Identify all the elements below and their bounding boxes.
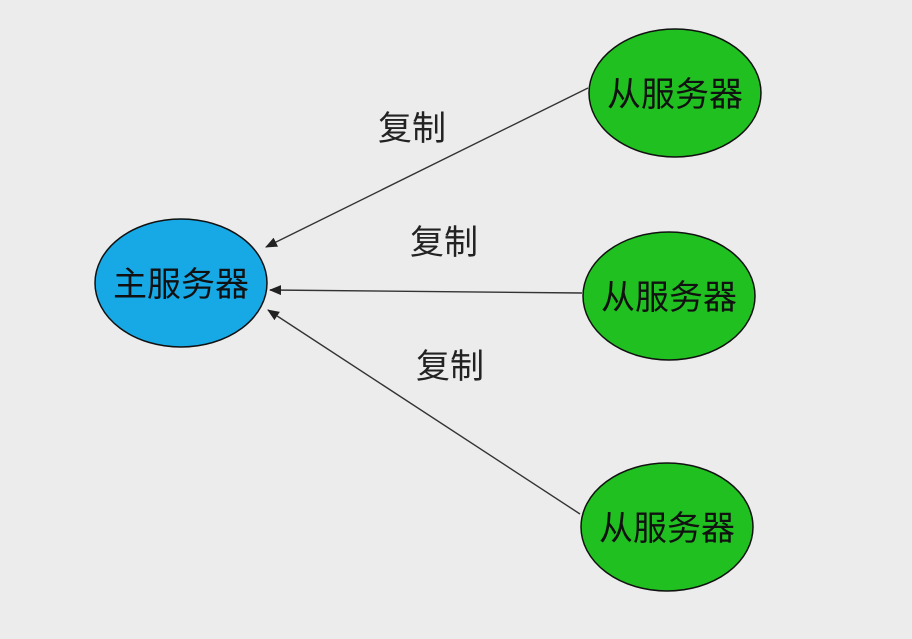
master-server-label: 主服务器 [113,265,249,305]
slave-server-label-3: 从服务器 [599,509,735,549]
replication-arrow-2 [269,285,583,296]
edge-label-3: 复制 [416,347,484,387]
master-server-node: 主服务器 [94,218,268,348]
master-server-ellipse [94,218,268,348]
slave-server-node-3: 从服务器 [580,462,754,592]
slave-server-node-1: 从服务器 [588,28,762,158]
edge-label-2: 复制 [410,223,478,263]
replication-arrow-1 [265,87,589,248]
edge-label-1: 复制 [378,109,446,149]
slave-server-label-1: 从服务器 [607,75,743,115]
replication-arrow-3 [267,309,581,515]
slave-server-ellipse-3 [580,462,754,592]
slave-server-ellipse-1 [588,28,762,158]
slave-server-ellipse-2 [582,231,756,361]
slave-server-node-2: 从服务器 [582,231,756,361]
slave-server-label-2: 从服务器 [601,278,737,318]
